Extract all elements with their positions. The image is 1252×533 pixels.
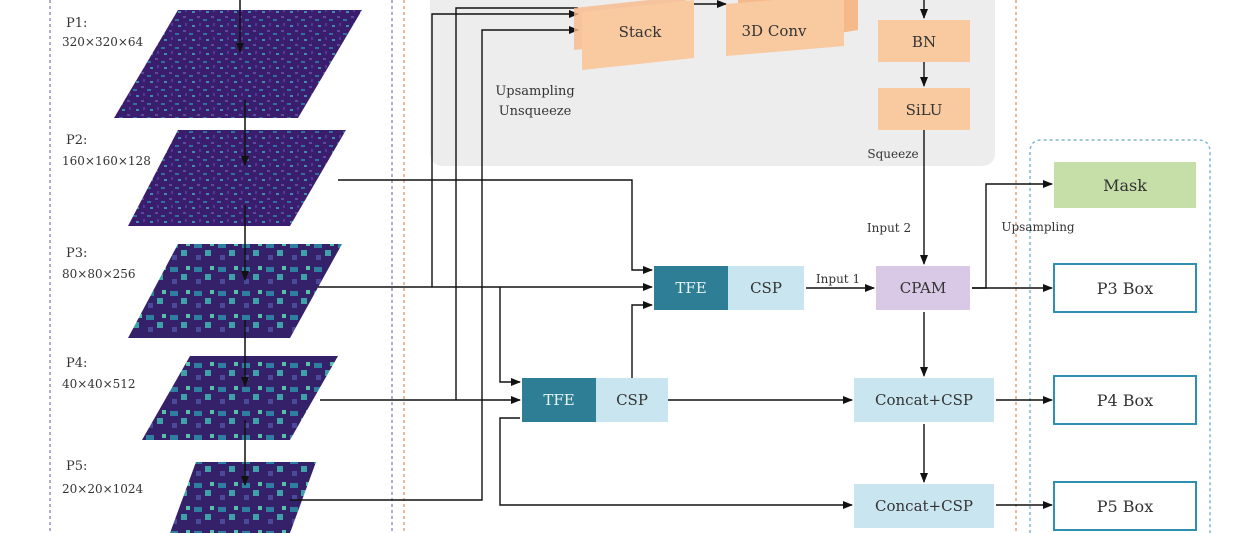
p5-dims: 20×20×1024 xyxy=(62,482,144,496)
p5-box-block xyxy=(1053,481,1197,531)
csp-bottom-block xyxy=(596,378,668,422)
feature-map-p2 xyxy=(128,130,346,226)
feature-map-p3 xyxy=(128,244,342,338)
p3-dims: 80×80×256 xyxy=(62,267,136,281)
stack-block xyxy=(582,0,694,70)
silu-block xyxy=(878,88,970,130)
tfe-top-block xyxy=(654,266,728,310)
tfe-bottom-block xyxy=(522,378,596,422)
input1-label: Input 1 xyxy=(816,272,860,286)
p5-name: P5: xyxy=(66,459,87,474)
p4-dims: 40×40×512 xyxy=(62,377,136,391)
conv3d-block xyxy=(726,0,844,56)
feature-map-p5 xyxy=(170,462,316,533)
bn-block xyxy=(878,20,970,62)
silu-label: SiLU xyxy=(906,101,943,119)
p4-box-block xyxy=(1053,375,1197,425)
feature-map-p1 xyxy=(114,10,362,118)
p4-box-label: P4 Box xyxy=(1097,391,1153,410)
concat-csp-2-block xyxy=(854,484,994,528)
conv3d-label: 3D Conv xyxy=(742,22,808,40)
mask-block xyxy=(1054,162,1196,208)
unsqueeze-label: Unsqueeze xyxy=(499,104,572,119)
cpam-block xyxy=(876,266,970,310)
p1-dims: 320×320×64 xyxy=(62,35,144,49)
upsampling-label-head: Upsampling xyxy=(1001,220,1075,234)
mask-label: Mask xyxy=(1103,176,1147,195)
fusion-panel xyxy=(430,0,995,166)
p2-name: P2: xyxy=(66,133,87,148)
cpam-label: CPAM xyxy=(900,279,946,297)
squeeze-label: Squeeze xyxy=(867,147,918,161)
p1-name: P1: xyxy=(66,16,87,31)
feature-map-p4 xyxy=(142,356,338,440)
p2-dims: 160×160×128 xyxy=(62,154,151,168)
concat-csp-1-label: Concat+CSP xyxy=(875,391,973,409)
p5-box-label: P5 Box xyxy=(1097,497,1153,516)
concat-csp-1-block xyxy=(854,378,994,422)
p3-box-label: P3 Box xyxy=(1097,279,1153,298)
tfe-top-label: TFE xyxy=(675,279,706,297)
upsampling-label-fusion: Upsampling xyxy=(495,84,574,99)
p4-name: P4: xyxy=(66,356,87,371)
csp-top-block xyxy=(728,266,804,310)
tfe-bottom-label: TFE xyxy=(543,391,574,409)
input2-label: Input 2 xyxy=(867,221,911,235)
csp-bottom-label: CSP xyxy=(616,391,648,409)
stack-label: Stack xyxy=(619,23,663,41)
connectors xyxy=(290,0,1053,509)
p3-name: P3: xyxy=(66,246,87,261)
p3-box-block xyxy=(1053,263,1197,313)
csp-top-label: CSP xyxy=(750,279,782,297)
bn-label: BN xyxy=(912,33,936,51)
concat-csp-2-label: Concat+CSP xyxy=(875,497,973,515)
head-panel-border xyxy=(1029,139,1211,533)
backbone-flow xyxy=(236,0,249,486)
